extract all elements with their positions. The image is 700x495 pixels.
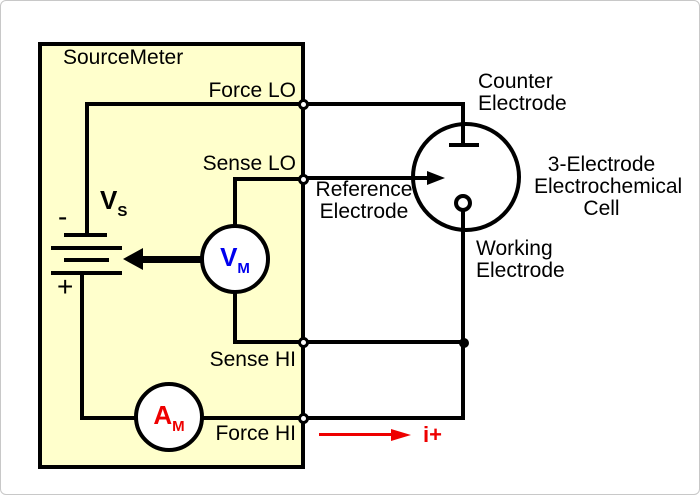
sourcemeter-title: SourceMeter [63,46,184,69]
voltage-source-label: VS [100,187,128,223]
wire-force-lo-outer [303,102,465,106]
wire-force-hi-inner [201,416,305,420]
voltage-source-symbol: V [100,185,118,215]
counter-electrode-bar [449,143,479,147]
wire-force-lo-inner [85,102,305,106]
terminal-sense-lo [298,174,309,185]
cell-name-label: 3-Electrode Electrochemical Cell [534,153,683,220]
voltmeter-circle: VM [200,224,270,294]
sense-lo-label: Sense LO [202,152,296,175]
voltmeter-arrowhead-left-icon [123,248,143,270]
sense-hi-label: Sense HI [209,348,296,371]
wire-voltmeter-top [233,177,237,226]
ammeter-circle: AM [134,382,204,452]
reference-arrowhead-icon [427,171,445,185]
force-hi-label: Force HI [215,422,296,445]
working-electrode-label: Working Electrode [476,237,565,282]
wire-sense-hi-outer [303,340,465,344]
wire-sense-lo-inner [233,177,305,181]
terminal-force-hi [298,413,309,424]
ammeter-label: AM [153,399,185,435]
wire-battery-top [85,102,89,236]
wire-battery-bottom [80,274,84,420]
reference-electrode-label: Reference Electrode [315,178,413,223]
terminal-force-lo [298,99,309,110]
battery-plate-3 [64,258,109,262]
battery-plate-2 [51,246,122,250]
wire-force-hi-outer [303,416,465,420]
current-arrow-shaft [319,433,393,436]
battery-positive-sign: + [57,271,74,302]
voltage-source-subscript: S [117,203,128,220]
wire-voltmeter-bottom [233,292,237,344]
battery-plate-1 [64,233,107,237]
current-arrowhead-icon [391,429,411,441]
junction-dot [459,338,469,348]
battery-negative-sign: - [58,201,68,232]
voltmeter-arrow-shaft [139,256,201,263]
battery-plate-4 [51,271,122,275]
wire-ammeter-battery [80,416,138,420]
wire-working-vertical [461,208,465,420]
counter-electrode-label: Counter Electrode [478,70,567,115]
current-label: i+ [423,422,442,447]
wire-sense-hi-inner [233,340,305,344]
force-lo-label: Force LO [208,79,296,102]
working-electrode-circle [454,194,472,212]
counter-electrode-lead [461,102,465,147]
voltmeter-label: VM [220,241,250,277]
wire-reference-lead [303,176,431,180]
terminal-sense-hi [298,337,309,348]
